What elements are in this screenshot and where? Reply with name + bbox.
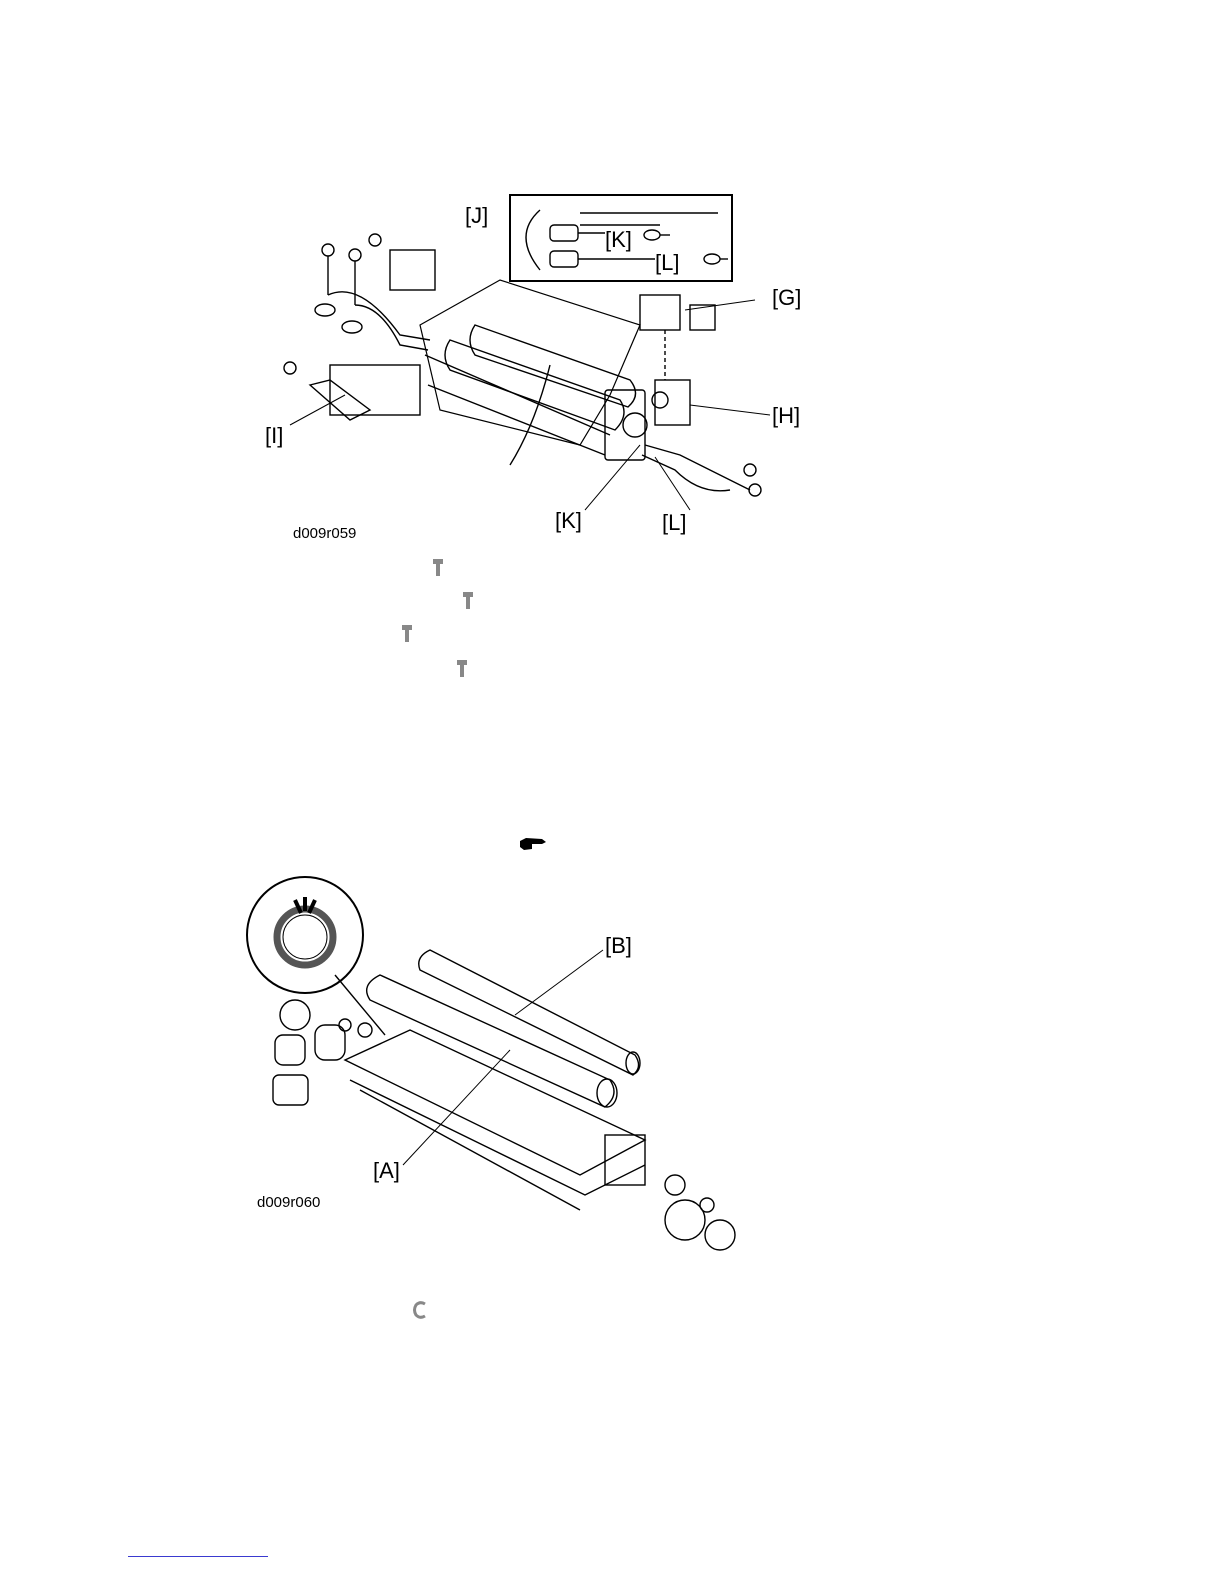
pointing-hand-icon	[518, 836, 548, 852]
screw-icon	[432, 558, 444, 578]
figure-code: d009r060	[257, 1194, 320, 1211]
callout-H: [H]	[772, 403, 800, 428]
screw-icon	[456, 659, 468, 679]
screw-icon	[401, 624, 413, 644]
callout-K: [K]	[555, 508, 582, 533]
e-ring-clip-icon	[412, 1300, 428, 1320]
fuser-heater-terminal-diagram: [J] [K] [L] [G] [H] [I] [K] [L] d009r059	[250, 185, 820, 545]
inset-callout-K: [K]	[605, 227, 632, 252]
callout-J: [J]	[465, 203, 488, 228]
figure-code: d009r059	[293, 525, 356, 542]
callout-G: [G]	[772, 285, 801, 310]
screw-icon	[462, 591, 474, 611]
callout-L: [L]	[662, 510, 686, 535]
callout-A: [A]	[373, 1158, 400, 1183]
footnote-divider	[128, 1556, 268, 1557]
inset-callout-L: [L]	[655, 250, 679, 275]
callout-B: [B]	[605, 933, 632, 958]
fuser-roller-diagram: [B] [A] d009r060	[235, 875, 745, 1255]
callout-I: [I]	[265, 423, 283, 448]
